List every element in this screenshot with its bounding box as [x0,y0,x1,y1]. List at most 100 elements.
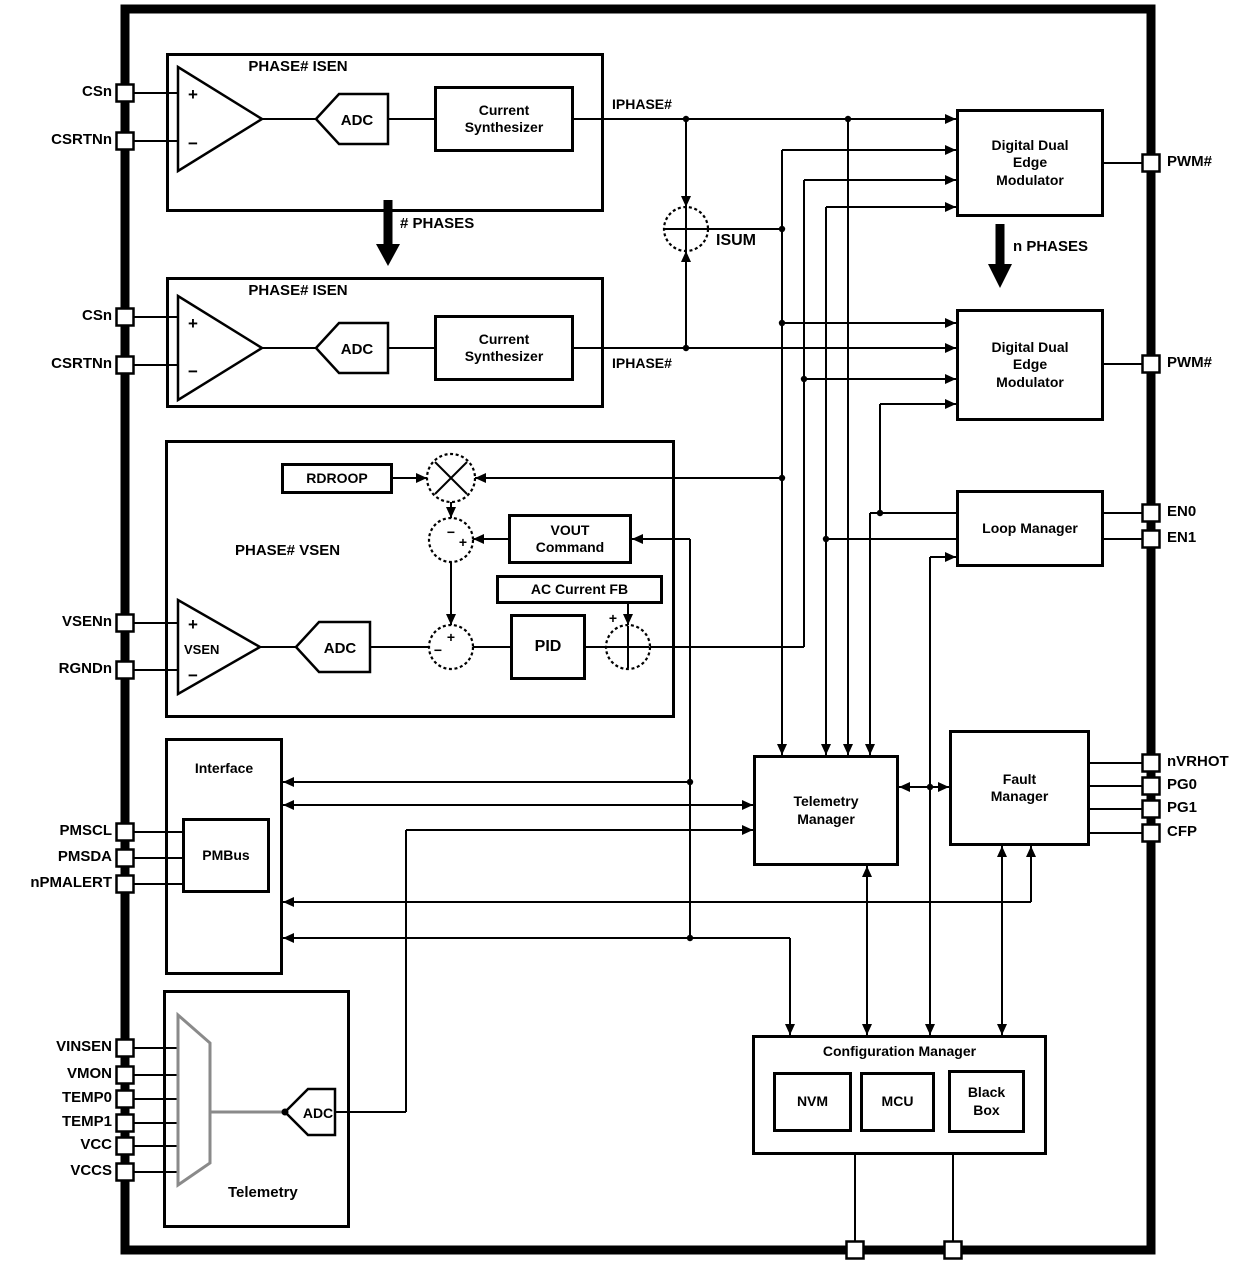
pin-label-csrtnn-1: CSRTNn [51,131,112,148]
block-configuration-manager [752,1035,1047,1155]
plus-sign-isen1: + [188,85,198,104]
pin-label-pmsda: PMSDA [57,848,112,865]
current-synthesizer-2-label: Current Synthesizer [464,330,544,365]
pid-label: PID [534,638,562,655]
rdroop-label: RDROOP [306,469,368,486]
minus-sign-isen2: − [188,362,198,381]
block-telemetry [163,990,350,1228]
iphase-2-label: IPHASE# [612,355,672,371]
block-mcu: MCU [860,1072,935,1132]
current-synthesizer-1-label: Current Synthesizer [464,101,544,136]
signal-wires [133,92,1143,1242]
pin-label-vccs: VCCS [70,1162,112,1179]
pin-label-csrtnn-2: CSRTNn [51,355,112,372]
pin-label-vmon: VMON [67,1065,112,1082]
adc-2-symbol [314,321,390,375]
interface-title: Interface [194,760,254,776]
vout-command-label: VOUT Command [535,521,605,556]
block-phase-vsen [165,440,675,718]
adc-1-symbol [314,92,390,146]
plus-sign-vsen: + [188,615,198,634]
isum-label: ISUM [716,232,756,249]
fault-manager-label: Fault Manager [990,770,1049,805]
n-phases-arrow [988,224,1012,288]
telemetry-title: Telemetry [228,1184,298,1201]
pin-label-vcc: VCC [80,1136,112,1153]
block-current-synthesizer-1: Current Synthesizer [434,86,574,152]
pin-label-vsenn: VSENn [61,613,112,630]
minus-sign-summer1: − [447,524,455,540]
pin-label-temp1: TEMP1 [61,1113,112,1130]
telemetry-manager-label: Telemetry Manager [793,793,859,827]
block-vout-command: VOUT Command [508,514,632,564]
block-ac-current-fb: AC Current FB [496,575,663,604]
block-modulator-2: Digital Dual Edge Modulator [956,309,1104,421]
pin-label-pmscl: PMSCL [59,822,113,839]
nvm-label: NVM [796,1093,829,1110]
pin-label-temp0: TEMP0 [61,1089,112,1106]
pin-label-nvrhot: nVRHOT [1167,753,1229,770]
modulator-2-label: Digital Dual Edge Modulator [991,338,1069,390]
minus-sign-isen1: − [188,134,198,153]
block-black-box: Black Box [948,1070,1025,1133]
adc-2-label: ADC [341,341,374,358]
opamp-isen2 [176,293,265,403]
pin-label-pwm-1: PWM# [1167,153,1212,170]
plus-sign-summer3: + [609,610,617,626]
mcu-label: MCU [881,1093,914,1110]
iphase-1-label: IPHASE# [612,96,672,112]
pin-label-npmalert: nPMALERT [30,874,112,891]
block-interface [165,738,283,975]
junction-dots [281,115,934,1116]
adc-vsen-symbol [294,620,372,674]
adc-vsen-label: ADC [324,640,357,657]
pin-squares [115,83,1161,1260]
pin-label-pg1: PG1 [1167,799,1198,816]
minus-sign-vsen: − [188,666,198,685]
pin-label-vinsen: VINSEN [56,1038,112,1055]
phase-isen-1-title: PHASE# ISEN [248,58,348,75]
n-phases-label: n PHASES [1013,238,1089,255]
pin-label-pg0: PG0 [1167,776,1198,793]
pmbus-label: PMBus [202,846,250,863]
pin-label-csn-2: CSn [82,307,112,324]
block-phase-isen-1 [166,53,604,212]
opamp-vsen [176,597,263,697]
block-pid: PID [510,614,586,680]
pin-label-pwm-2: PWM# [1167,354,1212,371]
phase-vsen-title: PHASE# VSEN [235,542,341,559]
phase-isen-2-title: PHASE# ISEN [248,282,348,299]
block-pmbus: PMBus [182,818,270,893]
block-rdroop: RDROOP [281,463,393,494]
vsen-amp-label: VSEN [184,642,219,657]
adc-telemetry-symbol [283,1087,337,1137]
block-phase-isen-2 [166,277,604,408]
adc-telemetry-label: ADC [303,1105,333,1121]
num-phases-arrow [376,200,400,266]
block-telemetry-manager: Telemetry Manager [753,755,899,866]
pin-label-cfp: CFP [1167,823,1197,840]
block-loop-manager: Loop Manager [956,490,1104,567]
modulator-1-label: Digital Dual Edge Modulator [991,136,1069,188]
block-fault-manager: Fault Manager [949,730,1090,846]
ac-current-fb-label: AC Current FB [530,580,629,597]
pin-label-en1: EN1 [1167,529,1197,546]
black-box-label: Black Box [967,1084,1006,1118]
plus-sign-isen2: + [188,314,198,333]
minus-sign-summer2: − [434,642,442,658]
plus-sign-summer2: + [447,629,455,645]
block-current-synthesizer-2: Current Synthesizer [434,315,574,381]
block-modulator-1: Digital Dual Edge Modulator [956,109,1104,217]
pin-label-en0: EN0 [1167,503,1197,520]
loop-manager-label: Loop Manager [982,519,1078,536]
telemetry-mux-symbol [176,1011,212,1188]
pin-label-csn-1: CSn [82,83,112,100]
opamp-isen1 [176,64,265,174]
block-nvm: NVM [773,1072,852,1132]
plus-sign-summer1: + [459,534,467,550]
isum-summer-node [662,205,710,253]
pin-label-rgndn: RGNDn [58,660,112,677]
configuration-manager-title: Configuration Manager [822,1043,977,1059]
